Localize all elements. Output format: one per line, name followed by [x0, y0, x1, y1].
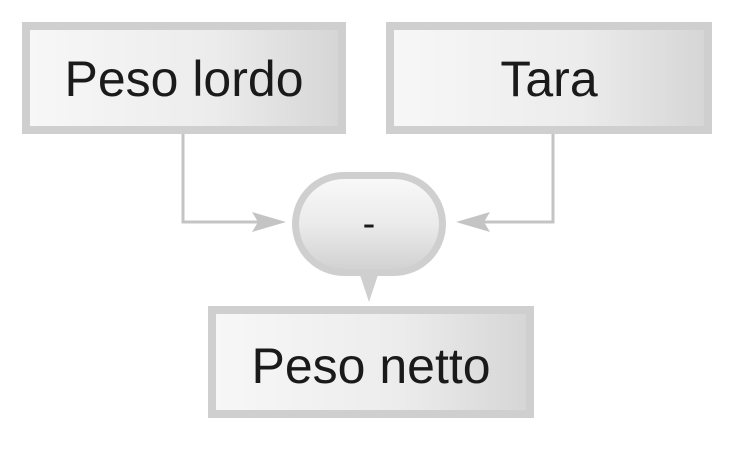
connector-right: [470, 134, 555, 224]
output-box-net-weight: Peso netto: [208, 306, 534, 418]
arrowhead-left: [252, 212, 286, 232]
connector-left: [181, 134, 272, 224]
input-box-tare: Tara: [386, 22, 712, 134]
arrowhead-right: [456, 212, 490, 232]
gross-weight-label: Peso lordo: [64, 51, 303, 107]
tare-label: Tara: [500, 51, 597, 107]
operator-output-pointer: [360, 275, 378, 302]
minus-operator-symbol: -: [363, 203, 376, 245]
net-weight-label: Peso netto: [251, 338, 490, 394]
operator-node: -: [292, 172, 446, 302]
input-box-gross-weight: Peso lordo: [22, 22, 346, 134]
